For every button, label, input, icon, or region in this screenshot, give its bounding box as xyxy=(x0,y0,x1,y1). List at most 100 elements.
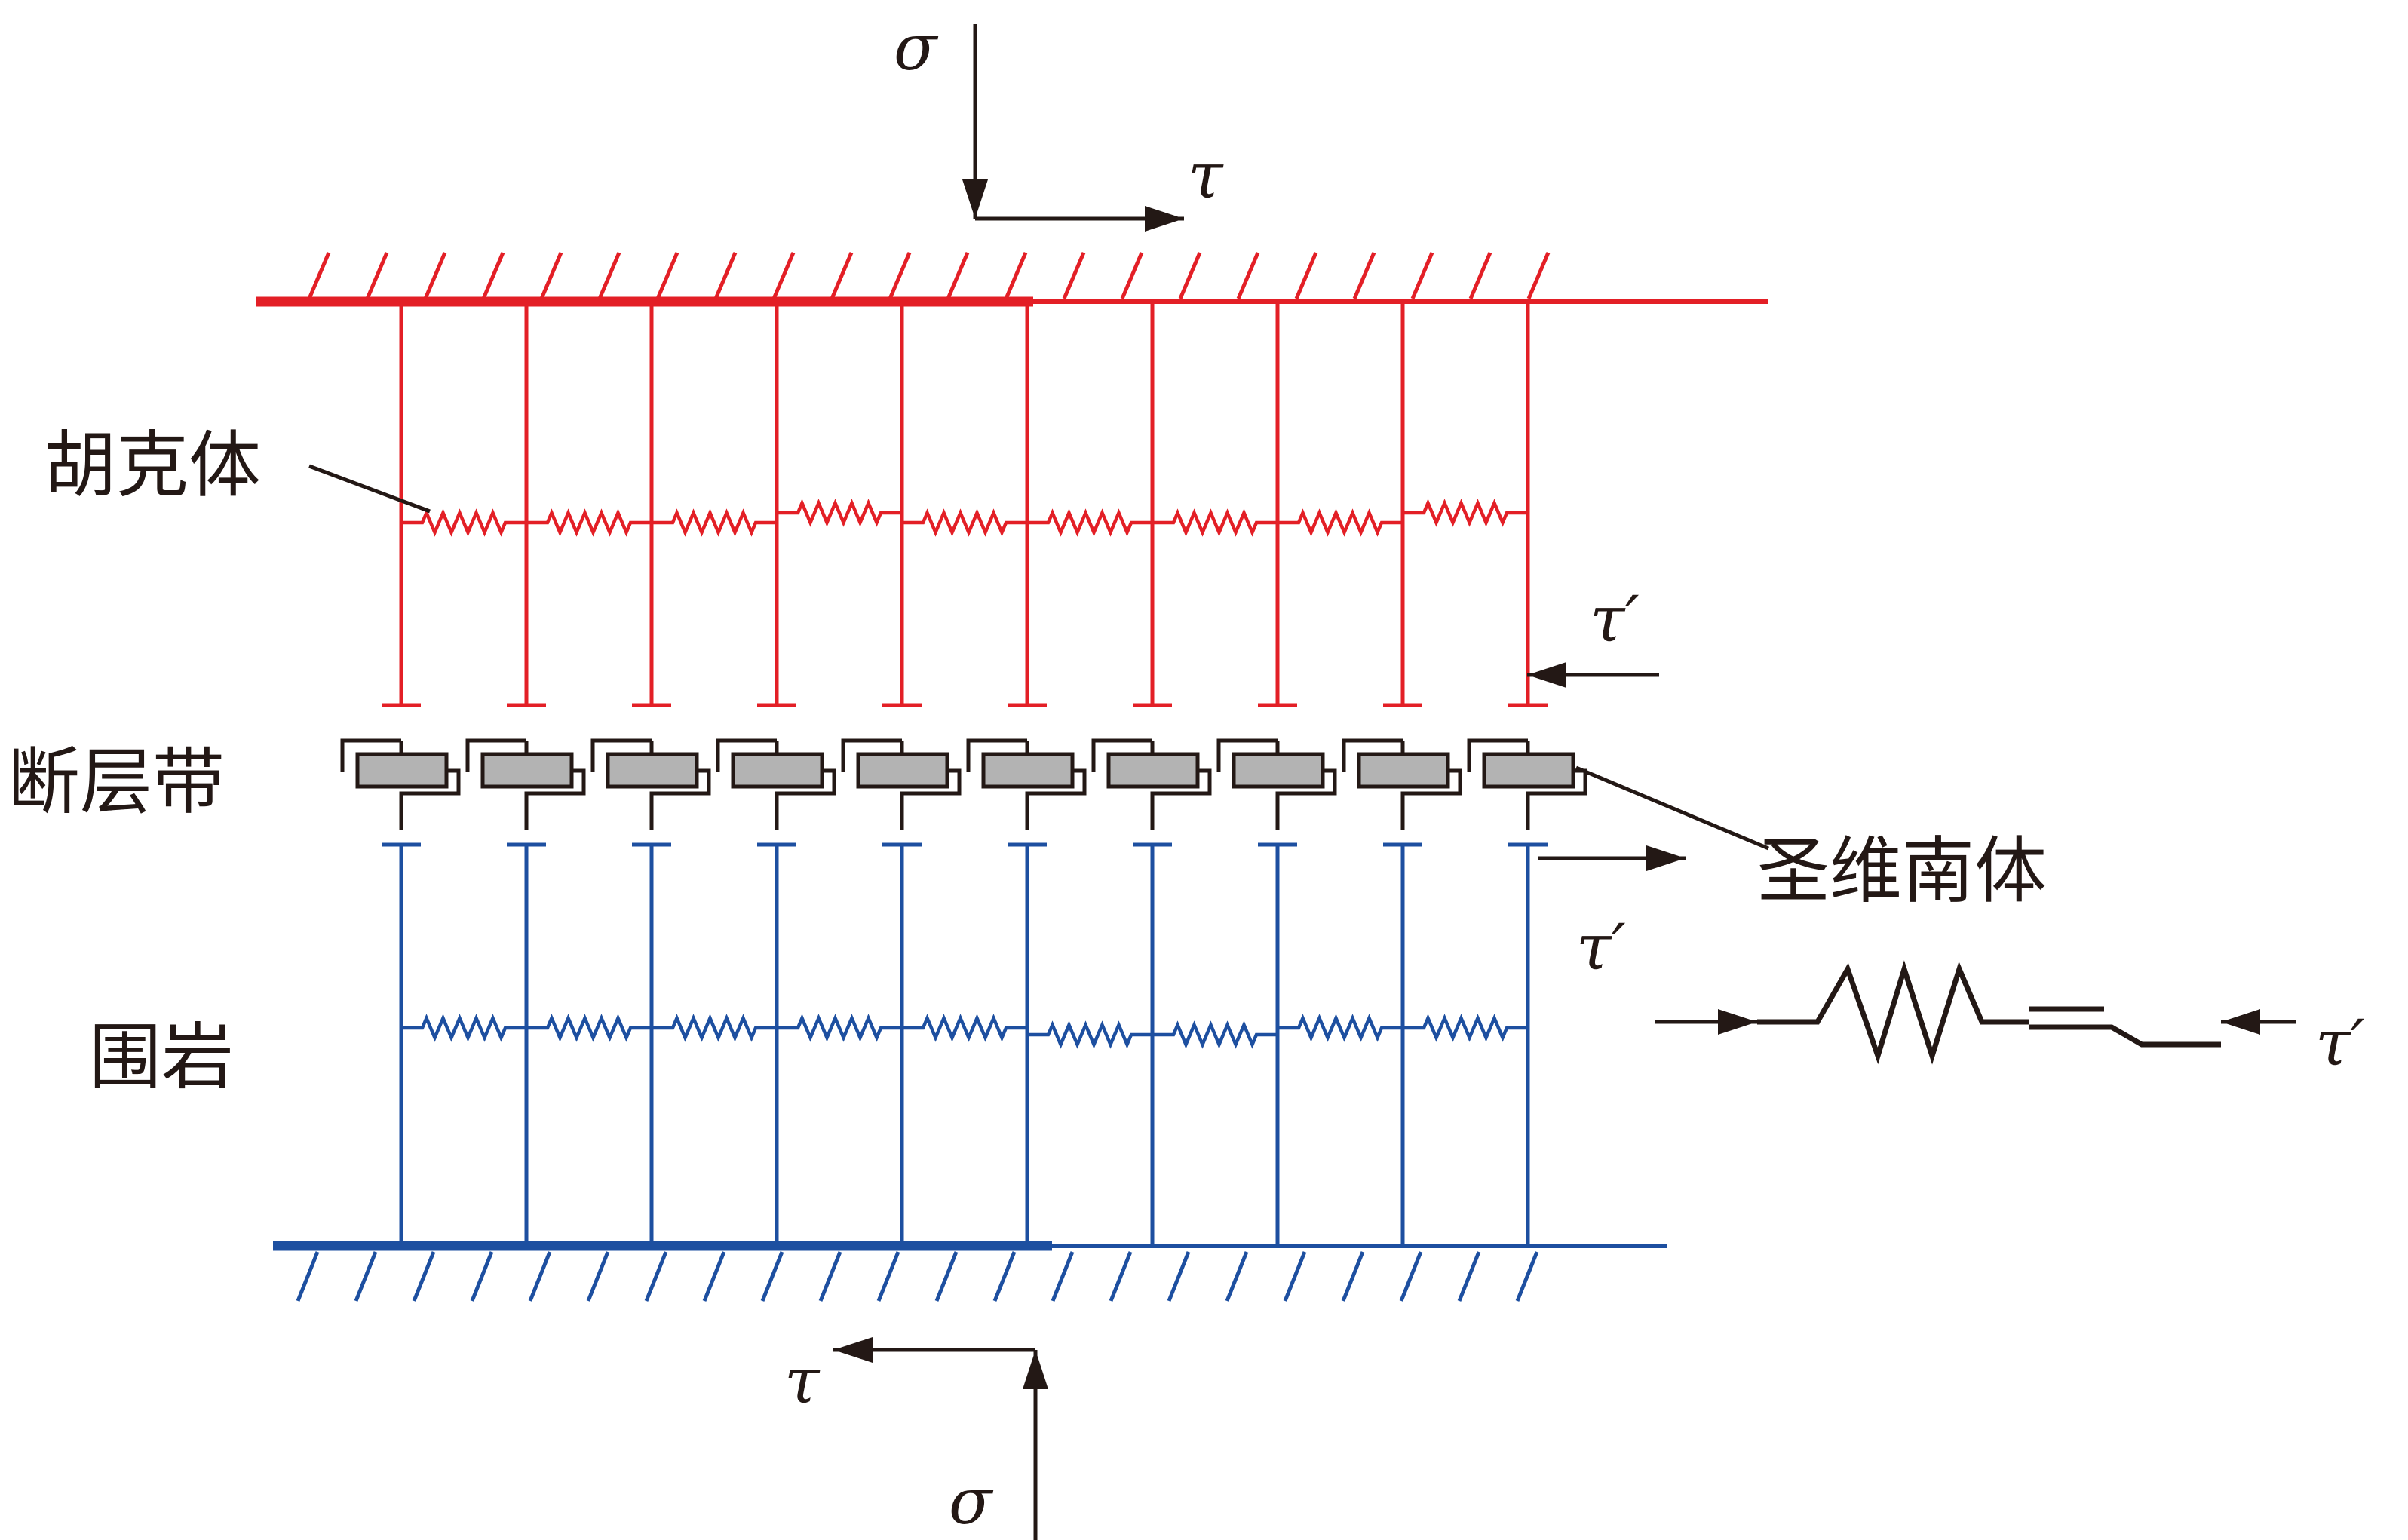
tau-prime-upper-arrow-head xyxy=(1527,662,1566,688)
rock-spring xyxy=(777,1014,902,1042)
hooke-spring xyxy=(652,508,777,537)
slider-block xyxy=(606,752,699,789)
slider-block xyxy=(355,752,449,789)
hooke-spring xyxy=(902,508,1027,537)
legend-right-arrow-head xyxy=(2221,1009,2260,1035)
upper-hatch-mark xyxy=(1410,252,1434,299)
upper-hatch-mark xyxy=(597,252,621,299)
hooke-spring xyxy=(1027,508,1152,537)
hooke-spring xyxy=(1152,508,1278,537)
rock-spring xyxy=(902,1014,1027,1042)
upper-hatch-mark xyxy=(1294,252,1318,299)
sigma-bottom-arrow-head xyxy=(1023,1350,1048,1389)
upper-hatch-mark xyxy=(946,252,970,299)
hooke-spring xyxy=(1403,499,1528,527)
sigma-top-symbol: σ xyxy=(894,11,939,84)
slider-lower-bracket xyxy=(775,768,836,830)
upper-hatch-mark xyxy=(1236,252,1260,299)
upper-hatch-mark xyxy=(888,252,912,299)
slider-lower-bracket xyxy=(649,768,711,830)
hooke-spring xyxy=(526,508,652,537)
rock-spring xyxy=(1027,1020,1152,1049)
upper-hatch-mark xyxy=(830,252,854,299)
slider-block xyxy=(731,752,824,789)
fault-zone-slider-layer xyxy=(340,738,1587,830)
upper-hatch-mark xyxy=(1468,252,1492,299)
slider-lower-bracket xyxy=(399,768,461,830)
surrounding-rock-label: 围岩 xyxy=(89,1015,234,1100)
slider-lower-bracket xyxy=(1275,768,1337,830)
lower-hatch-mark xyxy=(1225,1251,1249,1302)
hooke-spring xyxy=(1278,508,1403,537)
lower-hatch-mark xyxy=(992,1251,1017,1302)
lower-hatch-mark xyxy=(1399,1251,1423,1302)
lower-hatch-mark xyxy=(702,1251,726,1302)
upper-hatch-mark xyxy=(307,252,331,299)
sigma-bottom-symbol: σ xyxy=(949,1465,994,1538)
lower-hatch-mark xyxy=(296,1251,320,1302)
slider-block xyxy=(1106,752,1200,789)
upper-hatch-mark xyxy=(423,252,447,299)
lower-hatch-mark xyxy=(1341,1251,1365,1302)
lower-hatch-mark xyxy=(1109,1251,1133,1302)
rock-spring xyxy=(526,1014,652,1042)
upper-hatch-mark xyxy=(655,252,679,299)
rock-spring xyxy=(401,1014,526,1042)
legend-left-arrow-head xyxy=(1718,1009,1757,1035)
upper-hatch-mark xyxy=(1352,252,1376,299)
tau-bottom-arrow-head xyxy=(833,1337,873,1363)
slider-lower-bracket xyxy=(1150,768,1212,830)
lower-hatch-mark xyxy=(412,1251,436,1302)
lower-hatch-mark xyxy=(876,1251,900,1302)
fault-zone-label: 断层带 xyxy=(8,740,225,824)
lower-hatch-mark xyxy=(644,1251,668,1302)
upper-hatch-mark xyxy=(365,252,389,299)
upper-hatch-mark xyxy=(1526,252,1551,299)
st-venant-body-label: 圣维南体 xyxy=(1757,829,2047,913)
upper-hatch-mark xyxy=(713,252,738,299)
tau-prime-upper-symbol: τ′ xyxy=(1590,582,1640,656)
lower-hatch-mark xyxy=(1167,1251,1191,1302)
upper-hatch-mark xyxy=(539,252,563,299)
tau-top-symbol: τ xyxy=(1188,139,1224,213)
legend-slider-lower xyxy=(2029,1024,2221,1048)
hooke-spring xyxy=(777,499,902,527)
rock-spring xyxy=(1278,1014,1403,1042)
legend-spring xyxy=(1757,960,2029,1065)
lower-hatch-mark xyxy=(1051,1251,1075,1302)
tau-prime-lower-symbol: τ′ xyxy=(1576,910,1626,984)
lower-hatch-mark xyxy=(354,1251,378,1302)
slider-block xyxy=(1232,752,1325,789)
sigma-top-arrow-head xyxy=(962,179,988,219)
lower-hatch-mark xyxy=(528,1251,552,1302)
stress-arrows xyxy=(308,24,2296,1540)
slider-block xyxy=(480,752,574,789)
slider-block xyxy=(856,752,949,789)
lower-hatch-mark xyxy=(760,1251,784,1302)
upper-block-hooke-layer xyxy=(256,252,1768,707)
upper-hatch-mark xyxy=(1062,252,1086,299)
tau-top-arrow-head xyxy=(1145,206,1184,232)
st-venant-body-leader xyxy=(1575,765,1769,851)
lower-hatch-mark xyxy=(1457,1251,1481,1302)
lower-hatch-mark xyxy=(586,1251,610,1302)
lower-block-rock-layer xyxy=(273,842,1667,1302)
upper-hatch-mark xyxy=(481,252,505,299)
slider-block xyxy=(981,752,1075,789)
tau-prime-lower-arrow-head xyxy=(1646,845,1686,871)
hooke-body-leader xyxy=(308,464,431,514)
lower-hatch-mark xyxy=(1515,1251,1539,1302)
upper-hatch-mark xyxy=(1004,252,1028,299)
rock-spring xyxy=(1403,1014,1528,1042)
slider-block xyxy=(1357,752,1450,789)
upper-hatch-mark xyxy=(1120,252,1144,299)
upper-hatch-mark xyxy=(1178,252,1202,299)
rock-spring xyxy=(1152,1020,1278,1049)
lower-hatch-mark xyxy=(818,1251,842,1302)
lower-hatch-mark xyxy=(934,1251,959,1302)
slider-lower-bracket xyxy=(524,768,586,830)
hooke-spring xyxy=(401,508,526,537)
slider-block xyxy=(1482,752,1575,789)
slider-lower-bracket xyxy=(1400,768,1462,830)
